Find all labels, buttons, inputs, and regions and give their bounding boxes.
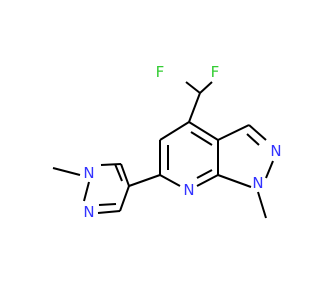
bond-n2p-c3p [97,210,121,214]
bond-n7-c7a-inner [196,169,213,179]
atom-f-left: F [156,63,165,81]
bond-n7-c7a [196,174,219,187]
pyridine-ring: N [159,121,219,199]
bond-c4-c5 [159,121,190,141]
atom-n-pyrazolo-n1: N [252,174,263,192]
atom-n-pyrazole-n2: N [83,203,94,221]
bond-c5p-n1p [100,163,122,166]
bond-n1-c7a [217,174,252,188]
atom-n-pyrazolo-n2: N [270,142,281,160]
bond-n1-methyl [257,191,267,219]
bond-n2-n1 [265,160,274,179]
atom-n-pyrazole-n1: N [83,164,94,182]
atom-n-pyridine: N [183,181,194,199]
bond-c3p-c4p [119,185,130,212]
bond-c4-c3a-inner [190,131,213,146]
bond-n2p-c3p-inner [98,203,117,206]
bond-c3-n2-inner [246,133,260,146]
bond-c4p-c5p-inner [114,163,123,182]
bond-c4-c3a [188,121,219,141]
methylpyrazole-ring: N N [52,163,130,221]
bond-n1p-n2p [83,181,90,202]
bond-c3-n2 [248,124,267,141]
atom-f-right: F [211,63,220,81]
bond-c4p-c5p [120,163,130,187]
bond-n1p-methyl [52,167,81,176]
molecule-structure-diagram: F F N N N N N [52,63,282,221]
bond-c4-chf2 [188,92,201,123]
bond-chf2-f-right [199,81,213,94]
difluoromethyl-group: F F [156,63,220,123]
bond-c6-n7 [159,174,181,187]
bond-c6-pyrazole [128,174,161,187]
fused-pyrazole-ring: N N [217,124,282,219]
bond-chf2-f-left [185,81,201,94]
bond-c3a-c3 [217,124,250,141]
